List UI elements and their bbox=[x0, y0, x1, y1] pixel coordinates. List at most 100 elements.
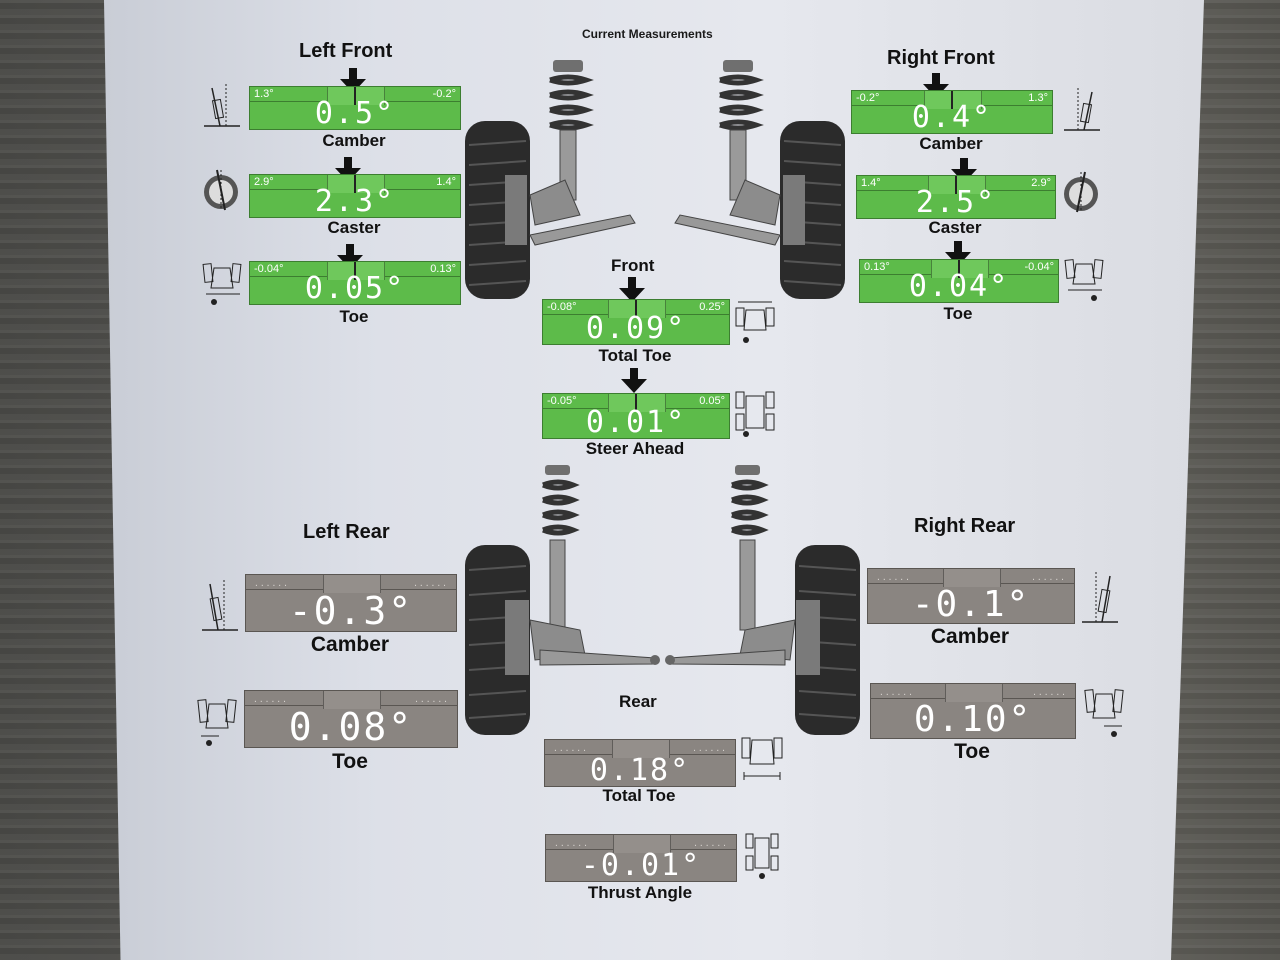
right-front-toe-gauge: 0.13° -0.04° 0.04° bbox=[859, 259, 1059, 303]
right-front-title: Right Front bbox=[887, 47, 995, 69]
front-left-strut-icon bbox=[529, 60, 636, 246]
right-front-toe-value: 0.04° bbox=[908, 269, 1010, 303]
camber-gauge-icon bbox=[202, 580, 238, 631]
rear-right-wheel-icon bbox=[795, 545, 860, 735]
right-rear-toe-dots-left: ...... bbox=[879, 688, 914, 697]
front-total-toe-label: Total Toe bbox=[598, 346, 672, 365]
printout-sheet bbox=[104, 0, 1204, 960]
right-front-caster-gauge: 1.4° 2.9° 2.5° bbox=[856, 175, 1056, 219]
toe-top-view-icon bbox=[735, 301, 775, 343]
left-front-toe-min: -0.04° bbox=[254, 263, 284, 275]
document-title: Current Measurements bbox=[582, 27, 713, 41]
left-front-caster-min: 2.9° bbox=[254, 176, 274, 188]
rear-title: Rear bbox=[619, 692, 657, 711]
caster-wheel-icon bbox=[1064, 171, 1098, 213]
front-suspension-illustration bbox=[465, 60, 845, 299]
front-total-toe-min: -0.08° bbox=[547, 301, 577, 313]
rear-total-toe-gauge: ...... ...... 0.18° bbox=[544, 739, 736, 787]
left-front-toe-value: 0.05° bbox=[304, 271, 406, 305]
rear-total-toe-dots-right: ...... bbox=[692, 744, 727, 753]
left-front-caster-max: 1.4° bbox=[436, 176, 456, 188]
right-front-camber-label: Camber bbox=[919, 134, 983, 153]
left-rear-toe-dots-left: ...... bbox=[253, 695, 288, 704]
right-front-toe-max: -0.04° bbox=[1024, 261, 1054, 273]
right-rear-toe-value: 0.10° bbox=[913, 699, 1033, 739]
toe-top-view-icon bbox=[202, 263, 242, 305]
front-steer-ahead-gauge: -0.05° 0.05° 0.01° bbox=[542, 393, 730, 439]
front-total-toe-value: 0.09° bbox=[585, 311, 687, 345]
left-front-title: Left Front bbox=[299, 40, 393, 62]
rear-thrust-angle-gauge: ...... ...... -0.01° bbox=[545, 834, 737, 882]
rear-thrust-angle-value: -0.01° bbox=[580, 848, 702, 882]
left-front-caster-value: 2.3° bbox=[314, 184, 396, 218]
left-front-camber-label: Camber bbox=[322, 131, 386, 150]
front-total-toe-max: 0.25° bbox=[699, 301, 725, 313]
left-front-camber-min: 1.3° bbox=[254, 88, 274, 100]
right-front-toe-label: Toe bbox=[943, 304, 973, 323]
front-steer-ahead-max: 0.05° bbox=[699, 395, 725, 407]
right-rear-camber-value: -0.1° bbox=[911, 584, 1031, 624]
left-rear-title: Left Rear bbox=[303, 521, 390, 543]
thrust-angle-icon bbox=[735, 391, 775, 437]
front-steer-ahead-label: Steer Ahead bbox=[585, 439, 685, 458]
rear-total-toe-label: Total Toe bbox=[602, 786, 676, 805]
right-front-caster-label: Caster bbox=[928, 218, 982, 237]
rear-suspension-illustration bbox=[465, 465, 860, 735]
right-front-caster-max: 2.9° bbox=[1031, 177, 1051, 189]
left-front-toe-max: 0.13° bbox=[430, 263, 456, 275]
left-rear-toe-label: Toe bbox=[332, 750, 368, 773]
left-front-camber-max: -0.2° bbox=[432, 88, 456, 100]
front-right-wheel-icon bbox=[780, 121, 845, 299]
front-right-strut-icon bbox=[674, 60, 781, 246]
rear-left-strut-icon bbox=[529, 465, 660, 666]
rear-right-strut-icon bbox=[665, 465, 796, 666]
right-front-camber-value: 0.4° bbox=[911, 100, 993, 134]
left-rear-toe-gauge: ...... ...... 0.08° bbox=[244, 690, 458, 748]
right-rear-toe-label: Toe bbox=[954, 740, 990, 763]
front-total-toe-gauge: -0.08° 0.25° 0.09° bbox=[542, 299, 730, 345]
right-rear-camber-dots-right: ...... bbox=[1031, 573, 1066, 582]
right-rear-camber-gauge: ...... ...... -0.1° bbox=[867, 568, 1075, 624]
camber-gauge-icon bbox=[1082, 572, 1118, 623]
left-rear-camber-dots-right: ...... bbox=[413, 579, 448, 588]
right-front-camber-gauge: -0.2° 1.3° 0.4° bbox=[851, 90, 1053, 134]
toe-top-view-icon bbox=[1084, 689, 1124, 737]
rear-total-toe-dots-left: ...... bbox=[553, 744, 588, 753]
right-rear-title: Right Rear bbox=[914, 515, 1016, 537]
rear-thrust-angle-dots-right: ...... bbox=[693, 839, 728, 848]
left-rear-camber-gauge: ...... ...... -0.3° bbox=[245, 574, 457, 632]
rear-left-wheel-icon bbox=[465, 545, 530, 735]
right-front-caster-value: 2.5° bbox=[915, 185, 997, 219]
left-front-toe-gauge: -0.04° 0.13° 0.05° bbox=[249, 261, 461, 305]
camber-gauge-icon bbox=[204, 84, 240, 127]
rear-thrust-angle-dots-left: ...... bbox=[554, 839, 589, 848]
thrust-angle-icon bbox=[745, 833, 779, 879]
left-rear-toe-dots-right: ...... bbox=[414, 695, 449, 704]
right-front-camber-max: 1.3° bbox=[1028, 92, 1048, 104]
toe-top-view-icon bbox=[1064, 259, 1104, 301]
left-front-toe-label: Toe bbox=[339, 307, 369, 326]
rear-total-toe-value: 0.18° bbox=[589, 753, 691, 787]
front-left-wheel-icon bbox=[465, 121, 530, 299]
right-rear-camber-label: Camber bbox=[930, 625, 1010, 648]
left-front-camber-value: 0.5° bbox=[314, 96, 396, 130]
left-rear-camber-value: -0.3° bbox=[288, 589, 414, 632]
camber-gauge-icon bbox=[1064, 88, 1100, 131]
right-front-camber-min: -0.2° bbox=[856, 92, 880, 104]
right-front-caster-min: 1.4° bbox=[861, 177, 881, 189]
front-title: Front bbox=[611, 256, 655, 275]
toe-top-view-icon bbox=[741, 737, 783, 780]
left-front-caster-label: Caster bbox=[327, 218, 381, 237]
right-rear-camber-dots-left: ...... bbox=[876, 573, 911, 582]
left-rear-camber-label: Camber bbox=[310, 633, 390, 656]
left-rear-camber-dots-left: ...... bbox=[254, 579, 289, 588]
toe-top-view-icon bbox=[197, 699, 237, 746]
caster-wheel-icon bbox=[204, 169, 238, 211]
front-steer-ahead-value: 0.01° bbox=[585, 405, 687, 439]
left-front-camber-gauge: 1.3° -0.2° 0.5° bbox=[249, 86, 461, 130]
right-rear-toe-dots-right: ...... bbox=[1032, 688, 1067, 697]
rear-thrust-angle-label: Thrust Angle bbox=[587, 883, 693, 902]
left-front-caster-gauge: 2.9° 1.4° 2.3° bbox=[249, 174, 461, 218]
front-steer-ahead-min: -0.05° bbox=[547, 395, 577, 407]
left-rear-toe-value: 0.08° bbox=[288, 705, 414, 748]
